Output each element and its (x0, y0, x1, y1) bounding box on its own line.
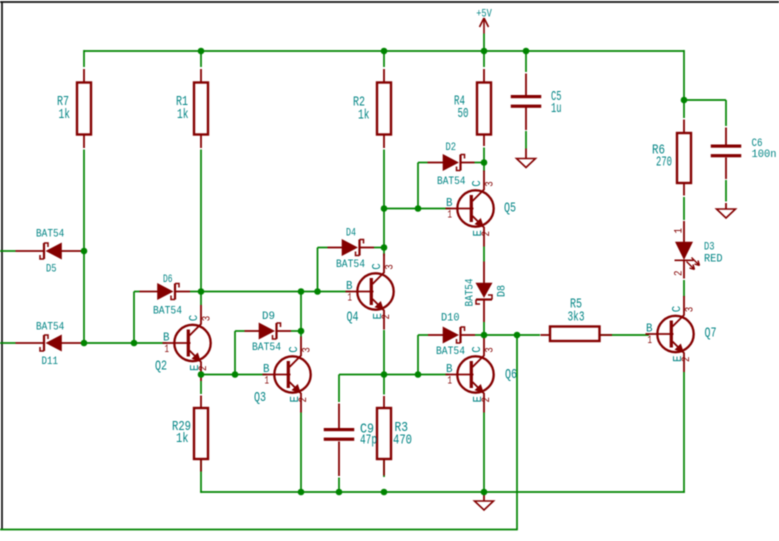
svg-text:270: 270 (656, 156, 672, 171)
svg-text:BAT54: BAT54 (36, 322, 65, 334)
svg-text:BAT54: BAT54 (153, 306, 182, 318)
svg-text:R6: R6 (652, 144, 665, 159)
svg-text:E: E (671, 356, 685, 363)
svg-text:D3: D3 (704, 242, 715, 254)
svg-text:R1: R1 (176, 95, 188, 110)
svg-text:D5: D5 (46, 264, 57, 276)
svg-text:C: C (670, 306, 684, 313)
svg-text:C: C (370, 263, 384, 270)
svg-text:3: 3 (301, 347, 313, 353)
svg-text:1k: 1k (358, 109, 370, 124)
svg-text:C: C (187, 315, 201, 322)
svg-text:Q4: Q4 (347, 311, 359, 326)
svg-text:E: E (371, 313, 385, 320)
svg-text:2: 2 (674, 271, 686, 277)
svg-text:Q7: Q7 (705, 327, 717, 342)
svg-text:E: E (471, 230, 485, 237)
svg-text:Q5: Q5 (504, 202, 516, 217)
svg-text:47p: 47p (360, 434, 377, 449)
svg-text:1u: 1u (551, 102, 562, 117)
svg-text:C: C (287, 346, 301, 353)
svg-text:1: 1 (448, 209, 453, 221)
svg-text:1: 1 (648, 335, 653, 347)
svg-text:1k: 1k (176, 432, 189, 447)
svg-text:3: 3 (384, 264, 396, 270)
svg-text:R3: R3 (395, 421, 409, 436)
svg-text:1: 1 (265, 375, 270, 387)
svg-text:R4: R4 (454, 95, 465, 110)
svg-text:RED: RED (704, 254, 723, 266)
svg-text:2: 2 (198, 366, 210, 372)
svg-text:2: 2 (481, 231, 493, 237)
svg-text:50: 50 (458, 107, 469, 122)
svg-text:+5V: +5V (476, 9, 492, 21)
svg-text:D9: D9 (262, 311, 275, 323)
svg-text:3: 3 (484, 181, 496, 187)
svg-text:D6: D6 (163, 274, 173, 286)
svg-text:R5: R5 (570, 298, 582, 313)
svg-text:Q3: Q3 (254, 391, 266, 406)
svg-text:3: 3 (484, 347, 496, 353)
svg-text:C5: C5 (551, 90, 562, 105)
svg-text:B: B (163, 331, 170, 345)
svg-text:BAT54: BAT54 (436, 346, 465, 358)
svg-text:BAT54: BAT54 (437, 176, 466, 188)
svg-text:1: 1 (348, 292, 353, 304)
svg-text:E: E (288, 396, 302, 403)
svg-text:3: 3 (201, 316, 213, 322)
svg-text:BAT54: BAT54 (252, 342, 281, 354)
svg-text:C9: C9 (360, 423, 374, 438)
svg-text:3k3: 3k3 (568, 311, 585, 326)
svg-text:D10: D10 (441, 313, 460, 325)
svg-text:C: C (470, 180, 484, 187)
svg-text:R2: R2 (353, 96, 365, 111)
svg-text:R7: R7 (57, 95, 69, 110)
svg-text:BAT54: BAT54 (36, 229, 65, 241)
svg-text:3: 3 (684, 307, 696, 313)
svg-text:2: 2 (381, 314, 393, 320)
svg-text:BAT54: BAT54 (465, 278, 477, 306)
svg-text:B: B (446, 196, 453, 210)
svg-text:D4: D4 (346, 228, 356, 240)
svg-text:1: 1 (674, 228, 686, 234)
svg-text:1k: 1k (177, 108, 189, 123)
svg-text:D2: D2 (446, 142, 457, 154)
svg-text:1: 1 (165, 344, 170, 356)
svg-text:BAT54: BAT54 (336, 259, 365, 271)
svg-text:2: 2 (481, 397, 493, 403)
svg-text:2: 2 (298, 397, 310, 403)
svg-text:Q6: Q6 (505, 368, 517, 383)
svg-text:B: B (646, 322, 653, 336)
svg-text:470: 470 (393, 434, 412, 449)
svg-text:C: C (470, 346, 484, 353)
svg-text:1k: 1k (59, 108, 71, 123)
svg-text:E: E (471, 396, 485, 403)
svg-text:D11: D11 (42, 356, 59, 368)
svg-text:R29: R29 (172, 420, 191, 435)
svg-text:Q2: Q2 (155, 360, 167, 375)
svg-text:C6: C6 (752, 138, 763, 150)
svg-text:B: B (446, 362, 453, 376)
svg-text:2: 2 (681, 357, 693, 363)
svg-text:D8: D8 (497, 285, 509, 297)
svg-text:1: 1 (448, 375, 453, 387)
svg-text:E: E (188, 365, 202, 372)
svg-text:100n: 100n (752, 149, 777, 161)
svg-text:B: B (263, 362, 270, 376)
svg-text:B: B (346, 279, 353, 293)
